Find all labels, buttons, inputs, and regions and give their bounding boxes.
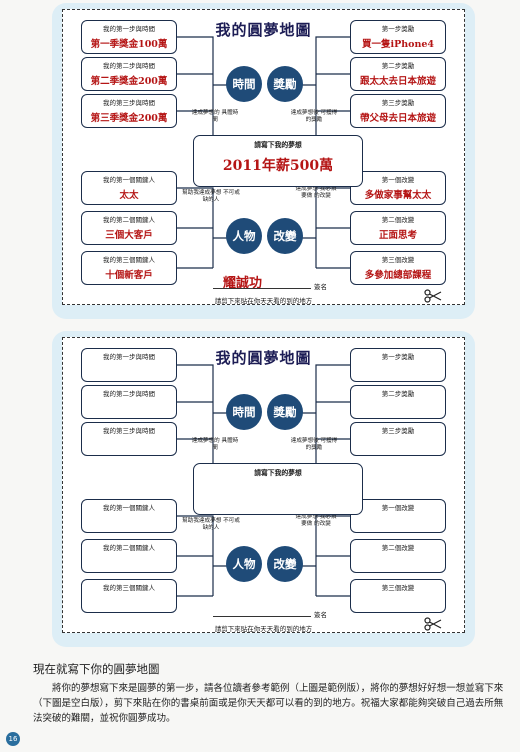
change-3-box: 第三個改變多參加總部課程	[350, 251, 446, 285]
connector-lines	[177, 364, 352, 597]
section-title: 現在就寫下你的圓夢地圖	[33, 662, 160, 676]
step-3-box[interactable]: 我的第三步與時間	[81, 422, 177, 456]
signature-line	[213, 288, 311, 289]
scissors-icon	[424, 289, 442, 303]
time-note: 達成夢想的 具體時間	[191, 110, 239, 123]
key-person-2-box[interactable]: 我的第二個關鍵人	[81, 539, 177, 573]
change-note: 達成夢想 我必須要做 的改變	[295, 186, 337, 199]
step-2-box[interactable]: 我的第二步與時間	[81, 385, 177, 419]
people-note: 幫助我達成夢想 不可或缺的人	[182, 518, 240, 531]
change-2-box[interactable]: 第二個改變	[350, 539, 446, 573]
key-person-2-box: 我的第二個關鍵人三個大客戶	[81, 211, 177, 245]
reward-3-box[interactable]: 第三步獎勵	[350, 422, 446, 456]
cut-instruction: 請剪下來貼在你天天看的到的地方	[214, 625, 313, 633]
key-person-1-box: 我的第一個關鍵人太太	[81, 171, 177, 205]
key-person-3-box: 我的第三個關鍵人十個新客戶	[81, 251, 177, 285]
reward-circle: 獎勵	[267, 66, 303, 102]
change-circle: 改變	[267, 218, 303, 254]
page-number: 16	[6, 732, 20, 746]
step-3-box: 我的第三步與時間第三季獎金200萬	[81, 94, 177, 128]
change-1-box: 第一個改變多做家事幫太太	[350, 171, 446, 205]
reward-1-box[interactable]: 第一步獎勵	[350, 348, 446, 382]
reward-note: 達成夢想後 可獲得的獎勵	[290, 110, 338, 123]
dream-map-blank: 我的圓夢地圖 我的第一步與時間 我的第二步與時間 我的第三步與時間 我的第一個關…	[52, 331, 475, 647]
time-circle: 時間	[226, 394, 262, 430]
reward-3-box: 第三步獎勵帶父母去日本旅遊	[350, 94, 446, 128]
key-person-3-box[interactable]: 我的第三個關鍵人	[81, 579, 177, 613]
scissors-icon	[424, 617, 442, 631]
change-2-box: 第二個改變正面思考	[350, 211, 446, 245]
change-1-box[interactable]: 第一個改變	[350, 499, 446, 533]
map-title: 我的圓夢地圖	[215, 21, 312, 39]
signature-label: 簽名	[314, 283, 327, 291]
change-note: 達成夢想 我必須要做 的改變	[295, 514, 337, 527]
body-paragraph: 將你的夢想寫下來是圓夢的第一步，請各位讀者參考範例（上圖是範例版），將你的夢想好…	[33, 683, 504, 724]
people-circle: 人物	[226, 218, 262, 254]
time-circle: 時間	[226, 66, 262, 102]
reward-circle: 獎勵	[267, 394, 303, 430]
signature-value: 耀誠功	[223, 276, 263, 291]
reward-note: 達成夢想後 可獲得的獎勵	[290, 438, 338, 451]
reward-2-box: 第二步獎勵跟太太去日本旅遊	[350, 57, 446, 91]
dream-box[interactable]: 請寫下我的夢想	[193, 463, 363, 515]
people-note: 幫助我達成夢想 不可或缺的人	[182, 190, 240, 203]
cut-instruction: 請剪下來貼在你天天看的到的地方	[214, 297, 313, 305]
map-frame: 我的圓夢地圖 我的第一步與時間 我的第二步與時間 我的第三步與時間 我的第一個關…	[62, 337, 465, 633]
reward-2-box[interactable]: 第二步獎勵	[350, 385, 446, 419]
people-circle: 人物	[226, 546, 262, 582]
map-frame: 我的圓夢地圖 我的第一步與時間第一季獎金100萬 我的第二步與時間第二季獎金20…	[62, 9, 465, 305]
step-1-box[interactable]: 我的第一步與時間	[81, 348, 177, 382]
signature-line[interactable]	[213, 616, 311, 617]
change-3-box[interactable]: 第三個改變	[350, 579, 446, 613]
signature-label: 簽名	[314, 611, 327, 619]
dream-map-example: 我的圓夢地圖 我的第一步與時間第一季獎金100萬 我的第二步與時間第二季獎金20…	[52, 3, 475, 319]
step-2-box: 我的第二步與時間第二季獎金200萬	[81, 57, 177, 91]
reward-1-box: 第一步獎勵買一隻iPhone4	[350, 20, 446, 54]
dream-box: 請寫下我的夢想 2011年薪500萬	[193, 135, 363, 187]
map-title: 我的圓夢地圖	[215, 349, 312, 367]
time-note: 達成夢想的 具體時間	[191, 438, 239, 451]
key-person-1-box[interactable]: 我的第一個關鍵人	[81, 499, 177, 533]
change-circle: 改變	[267, 546, 303, 582]
step-1-box: 我的第一步與時間第一季獎金100萬	[81, 20, 177, 54]
